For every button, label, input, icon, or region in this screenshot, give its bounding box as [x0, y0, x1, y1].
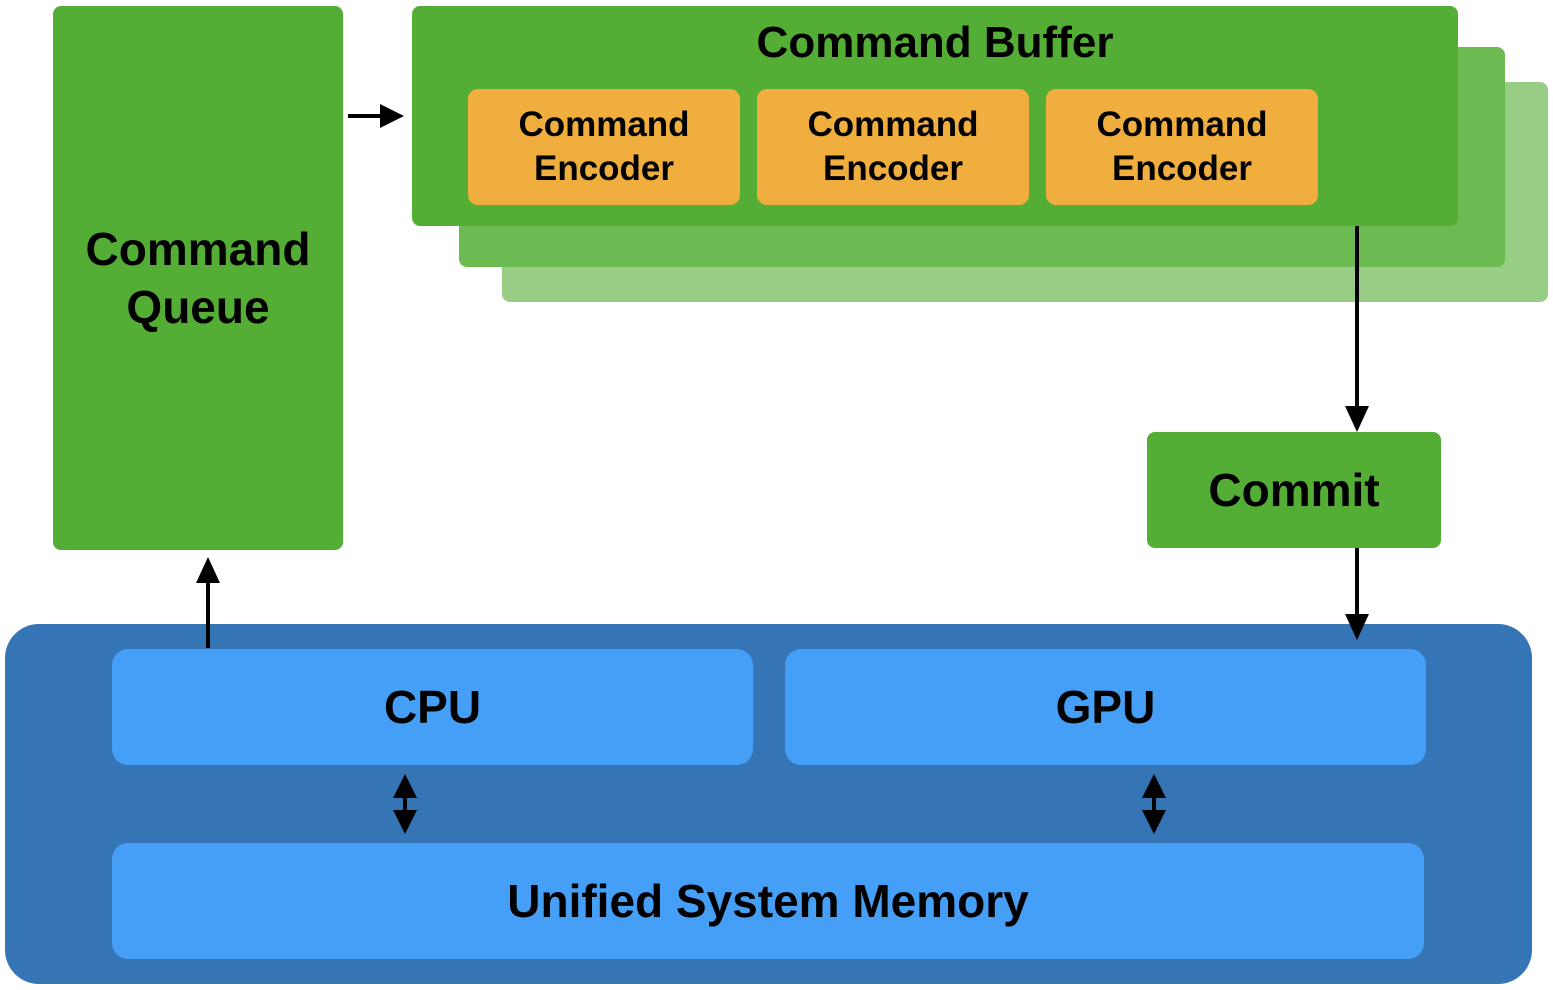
command-encoder-1-line1: Command: [518, 105, 690, 144]
gpu-box: GPU: [785, 649, 1426, 765]
command-encoder-2: Command Encoder: [757, 89, 1029, 205]
command-encoder-1: Command Encoder: [468, 89, 740, 205]
unified-memory-box: Unified System Memory: [112, 843, 1424, 959]
command-encoder-3-line1: Command: [1096, 105, 1268, 144]
command-queue-box: Command Queue: [53, 6, 343, 550]
commit-box: Commit: [1147, 432, 1441, 548]
command-encoder-1-line2: Encoder: [533, 149, 675, 188]
cpu-box: CPU: [112, 649, 753, 765]
command-encoder-2-line1: Command: [807, 105, 979, 144]
command-buffer-title: Command Buffer: [756, 18, 1114, 67]
command-queue-label-line2: Queue: [126, 281, 270, 333]
cpu-label: CPU: [383, 681, 482, 733]
command-encoder-3-line2: Encoder: [1111, 149, 1253, 188]
arrow-queue-to-buffer: [348, 104, 404, 128]
gpu-label: GPU: [1055, 681, 1156, 733]
unified-memory-label: Unified System Memory: [507, 875, 1029, 927]
commit-label: Commit: [1208, 464, 1380, 516]
command-encoder-3: Command Encoder: [1046, 89, 1318, 205]
command-encoder-2-line2: Encoder: [822, 149, 964, 188]
command-queue-label-line1: Command: [85, 223, 311, 275]
